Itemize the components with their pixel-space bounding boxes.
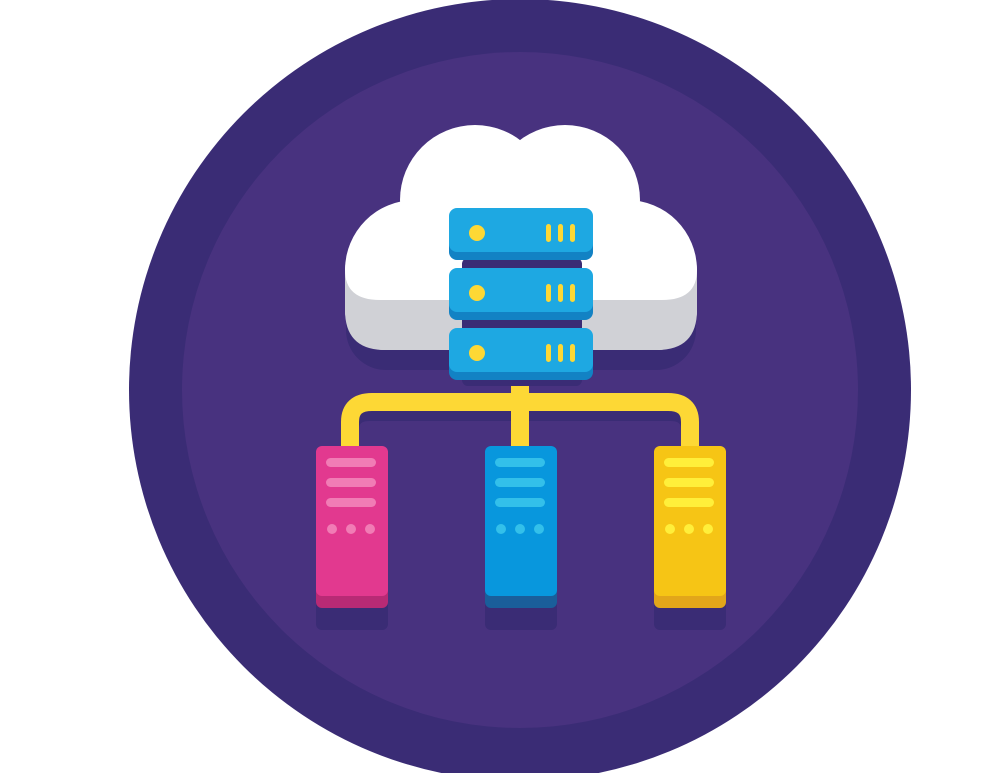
server-unit-1 [449,208,593,260]
node-blue [485,446,557,608]
server-unit-3 [449,328,593,380]
led-icon [469,225,485,241]
led-icon [469,285,485,301]
led-icon [469,345,485,361]
node-pink [316,446,388,608]
server-unit-2 [449,268,593,320]
node-yellow [654,446,726,608]
server-rack [449,208,593,386]
